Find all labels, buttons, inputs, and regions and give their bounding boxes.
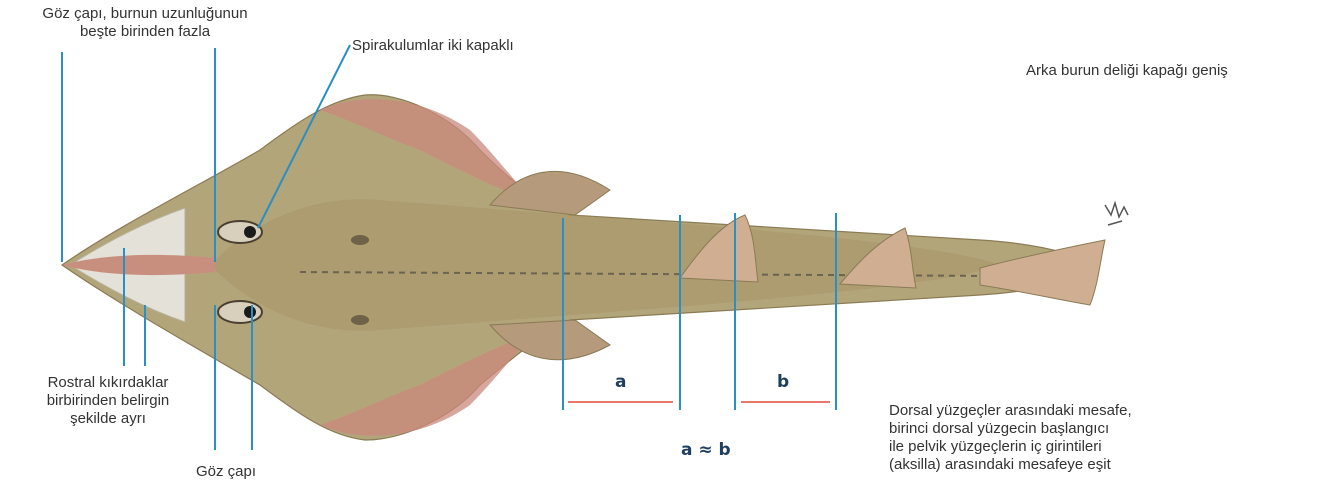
label-dorsal-distance-line3: ile pelvik yüzgeçlerin iç girintileri bbox=[889, 438, 1132, 456]
label-rostral-line3: şekilde ayrı bbox=[14, 410, 202, 428]
label-dorsal-distance-line2: birinci dorsal yüzgecin başlangıcı bbox=[889, 420, 1132, 438]
label-eye-vs-snout: Göz çapı, burnun uzunluğunun beşte birin… bbox=[4, 5, 286, 41]
label-dorsal-distance-line1: Dorsal yüzgeçler arasındaki mesafe, bbox=[889, 402, 1132, 420]
label-rostral: Rostral kıkırdaklar birbirinden belirgin… bbox=[14, 374, 202, 428]
artist-signature bbox=[1105, 203, 1128, 225]
fish-illustration bbox=[62, 95, 1128, 440]
measure-label-a: a bbox=[615, 372, 626, 392]
spiracle-upper bbox=[351, 235, 369, 245]
label-eye-vs-snout-line2: beşte birinden fazla bbox=[4, 23, 286, 41]
measure-equation: a ≈ b bbox=[681, 440, 731, 460]
label-dorsal-distance-line4: (aksilla) arasındaki mesafeye eşit bbox=[889, 456, 1132, 474]
label-eye-diameter: Göz çapı bbox=[196, 463, 256, 481]
label-rostral-line1: Rostral kıkırdaklar bbox=[14, 374, 202, 392]
spiracle-lower bbox=[351, 315, 369, 325]
label-dorsal-distance: Dorsal yüzgeçler arasındaki mesafe, biri… bbox=[889, 402, 1132, 474]
label-rostral-line2: birbirinden belirgin bbox=[14, 392, 202, 410]
label-eye-vs-snout-line1: Göz çapı, burnun uzunluğunun bbox=[4, 5, 286, 23]
measure-label-b: b bbox=[777, 372, 789, 392]
label-spiracles: Spirakulumlar iki kapaklı bbox=[352, 37, 514, 55]
label-nostril-flap: Arka burun deliği kapağı geniş bbox=[1026, 62, 1228, 80]
